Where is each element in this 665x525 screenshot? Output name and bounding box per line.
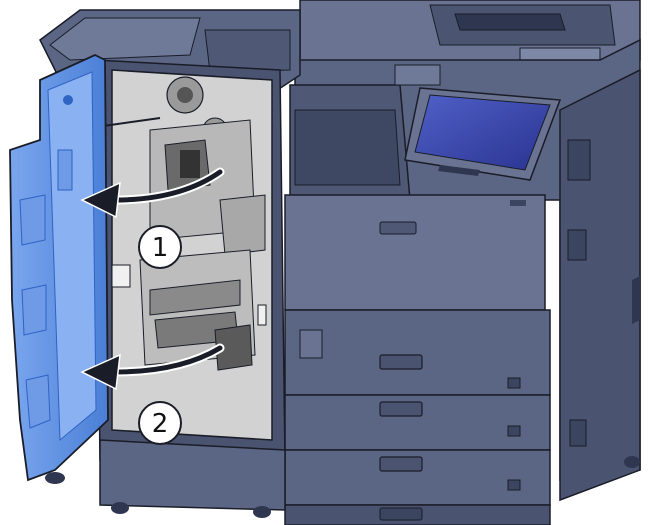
- paper-drawer-3[interactable]: [284, 449, 551, 506]
- arrow-1: [80, 167, 225, 219]
- finisher-front-door[interactable]: [9, 54, 109, 484]
- finisher-interior: [74, 69, 273, 441]
- control-panel: [404, 87, 562, 181]
- main-printer-body: [284, 0, 641, 525]
- finisher-unit: [39, 9, 301, 518]
- step-2-number: 2: [152, 409, 169, 439]
- step-1-badge: 1: [138, 225, 182, 269]
- paper-drawer-1[interactable]: [284, 309, 551, 396]
- arrow-2: [80, 343, 225, 391]
- paper-drawer-2[interactable]: [284, 394, 551, 451]
- step-1-number: 1: [152, 233, 169, 263]
- step-2-badge: 2: [138, 401, 182, 445]
- touch-screen[interactable]: [414, 94, 551, 171]
